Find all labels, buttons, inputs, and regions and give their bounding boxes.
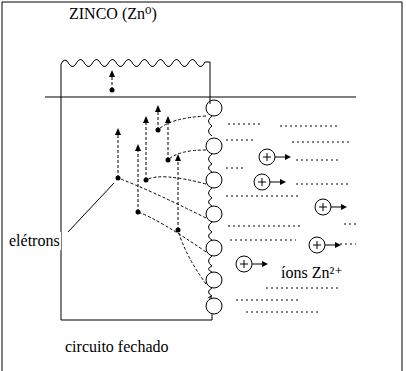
solution-dashes [226, 124, 356, 312]
zinc-atom [206, 240, 222, 256]
zinc-atom [206, 100, 222, 116]
circuit-note: circuito fechado [64, 338, 170, 356]
electron-paths [112, 76, 206, 284]
zinc-atom [206, 172, 222, 188]
leader-line [68, 183, 114, 232]
ion-arrowheads [262, 154, 347, 267]
electrons [109, 70, 181, 233]
zinc-atom [206, 272, 222, 288]
zinc-atom [206, 206, 222, 222]
solution-surface [45, 97, 356, 98]
zinc-atom [206, 138, 222, 154]
zinc-atom [206, 298, 222, 314]
electron-label: elétrons [8, 232, 61, 250]
zinc-ions [236, 149, 341, 272]
zinc-bar-bottom [61, 314, 212, 320]
electrode-title: ZINCO (Zn⁰) [68, 5, 158, 23]
frame [2, 2, 402, 371]
ion-label: íons Zn²⁺ [280, 264, 344, 282]
zinc-bar [61, 59, 210, 320]
